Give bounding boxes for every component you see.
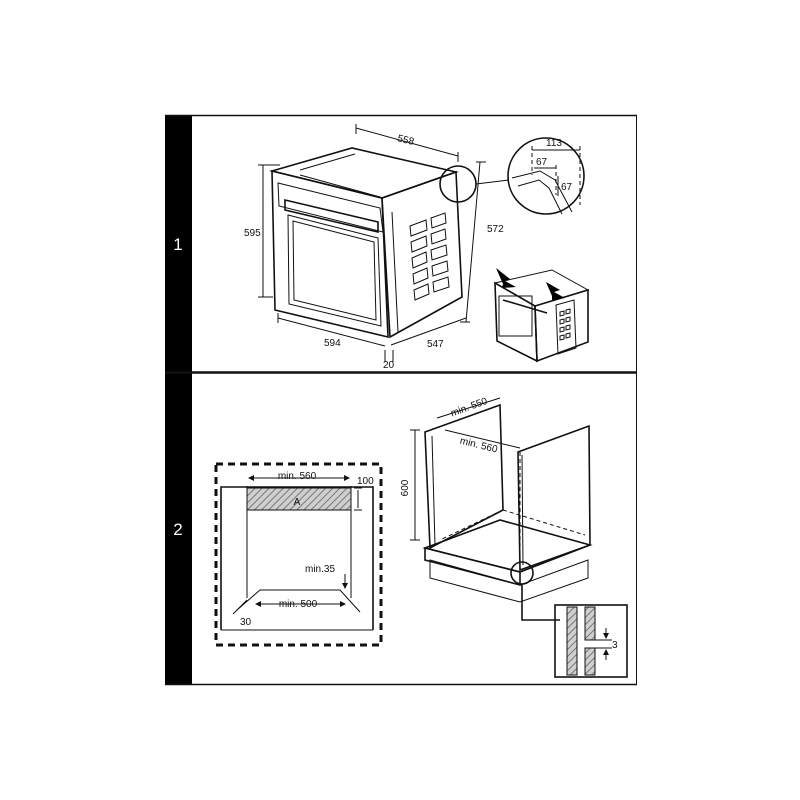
detail-width: 113 xyxy=(546,138,562,149)
plan-min-width: min. 560 xyxy=(278,471,317,482)
gap-detail-box xyxy=(554,604,628,678)
dim-width-front: 594 xyxy=(324,338,341,349)
frame-borders xyxy=(165,114,637,686)
plan-top-depth: 100 xyxy=(357,476,374,487)
detail-offset-a: 67 xyxy=(536,157,548,168)
oven-drawing xyxy=(268,147,510,339)
niche-plan-drawing xyxy=(214,462,383,647)
dim-height-front: 595 xyxy=(244,228,261,239)
corner-detail-magnifier xyxy=(507,137,585,215)
side-vents xyxy=(409,212,450,301)
detail-offset-b: 67 xyxy=(561,182,573,193)
oven-dimension-lines xyxy=(258,124,486,362)
oven-insertion-drawing xyxy=(493,268,590,363)
plan-min-gap: min.35 xyxy=(305,564,335,575)
step-sidebar xyxy=(165,115,192,685)
plan-side-offset: 30 xyxy=(240,617,252,628)
dim-height-side: 572 xyxy=(487,224,504,235)
detail-gap: 3 xyxy=(612,640,618,651)
plan-min-bottom: min. 500 xyxy=(279,599,318,610)
step-number-2: 2 xyxy=(173,520,182,539)
push-arrow-icon xyxy=(546,282,565,300)
step-number-1: 1 xyxy=(173,235,182,254)
dim-depth-side: 547 xyxy=(427,339,444,350)
dim-depth-top: 558 xyxy=(396,133,415,148)
push-arrow-icon xyxy=(496,268,516,288)
zone-a-label: A xyxy=(294,497,301,508)
cabinet-height: 600 xyxy=(400,479,411,496)
cabinet-drawing xyxy=(410,397,593,621)
dim-front-thickness: 20 xyxy=(383,360,395,371)
